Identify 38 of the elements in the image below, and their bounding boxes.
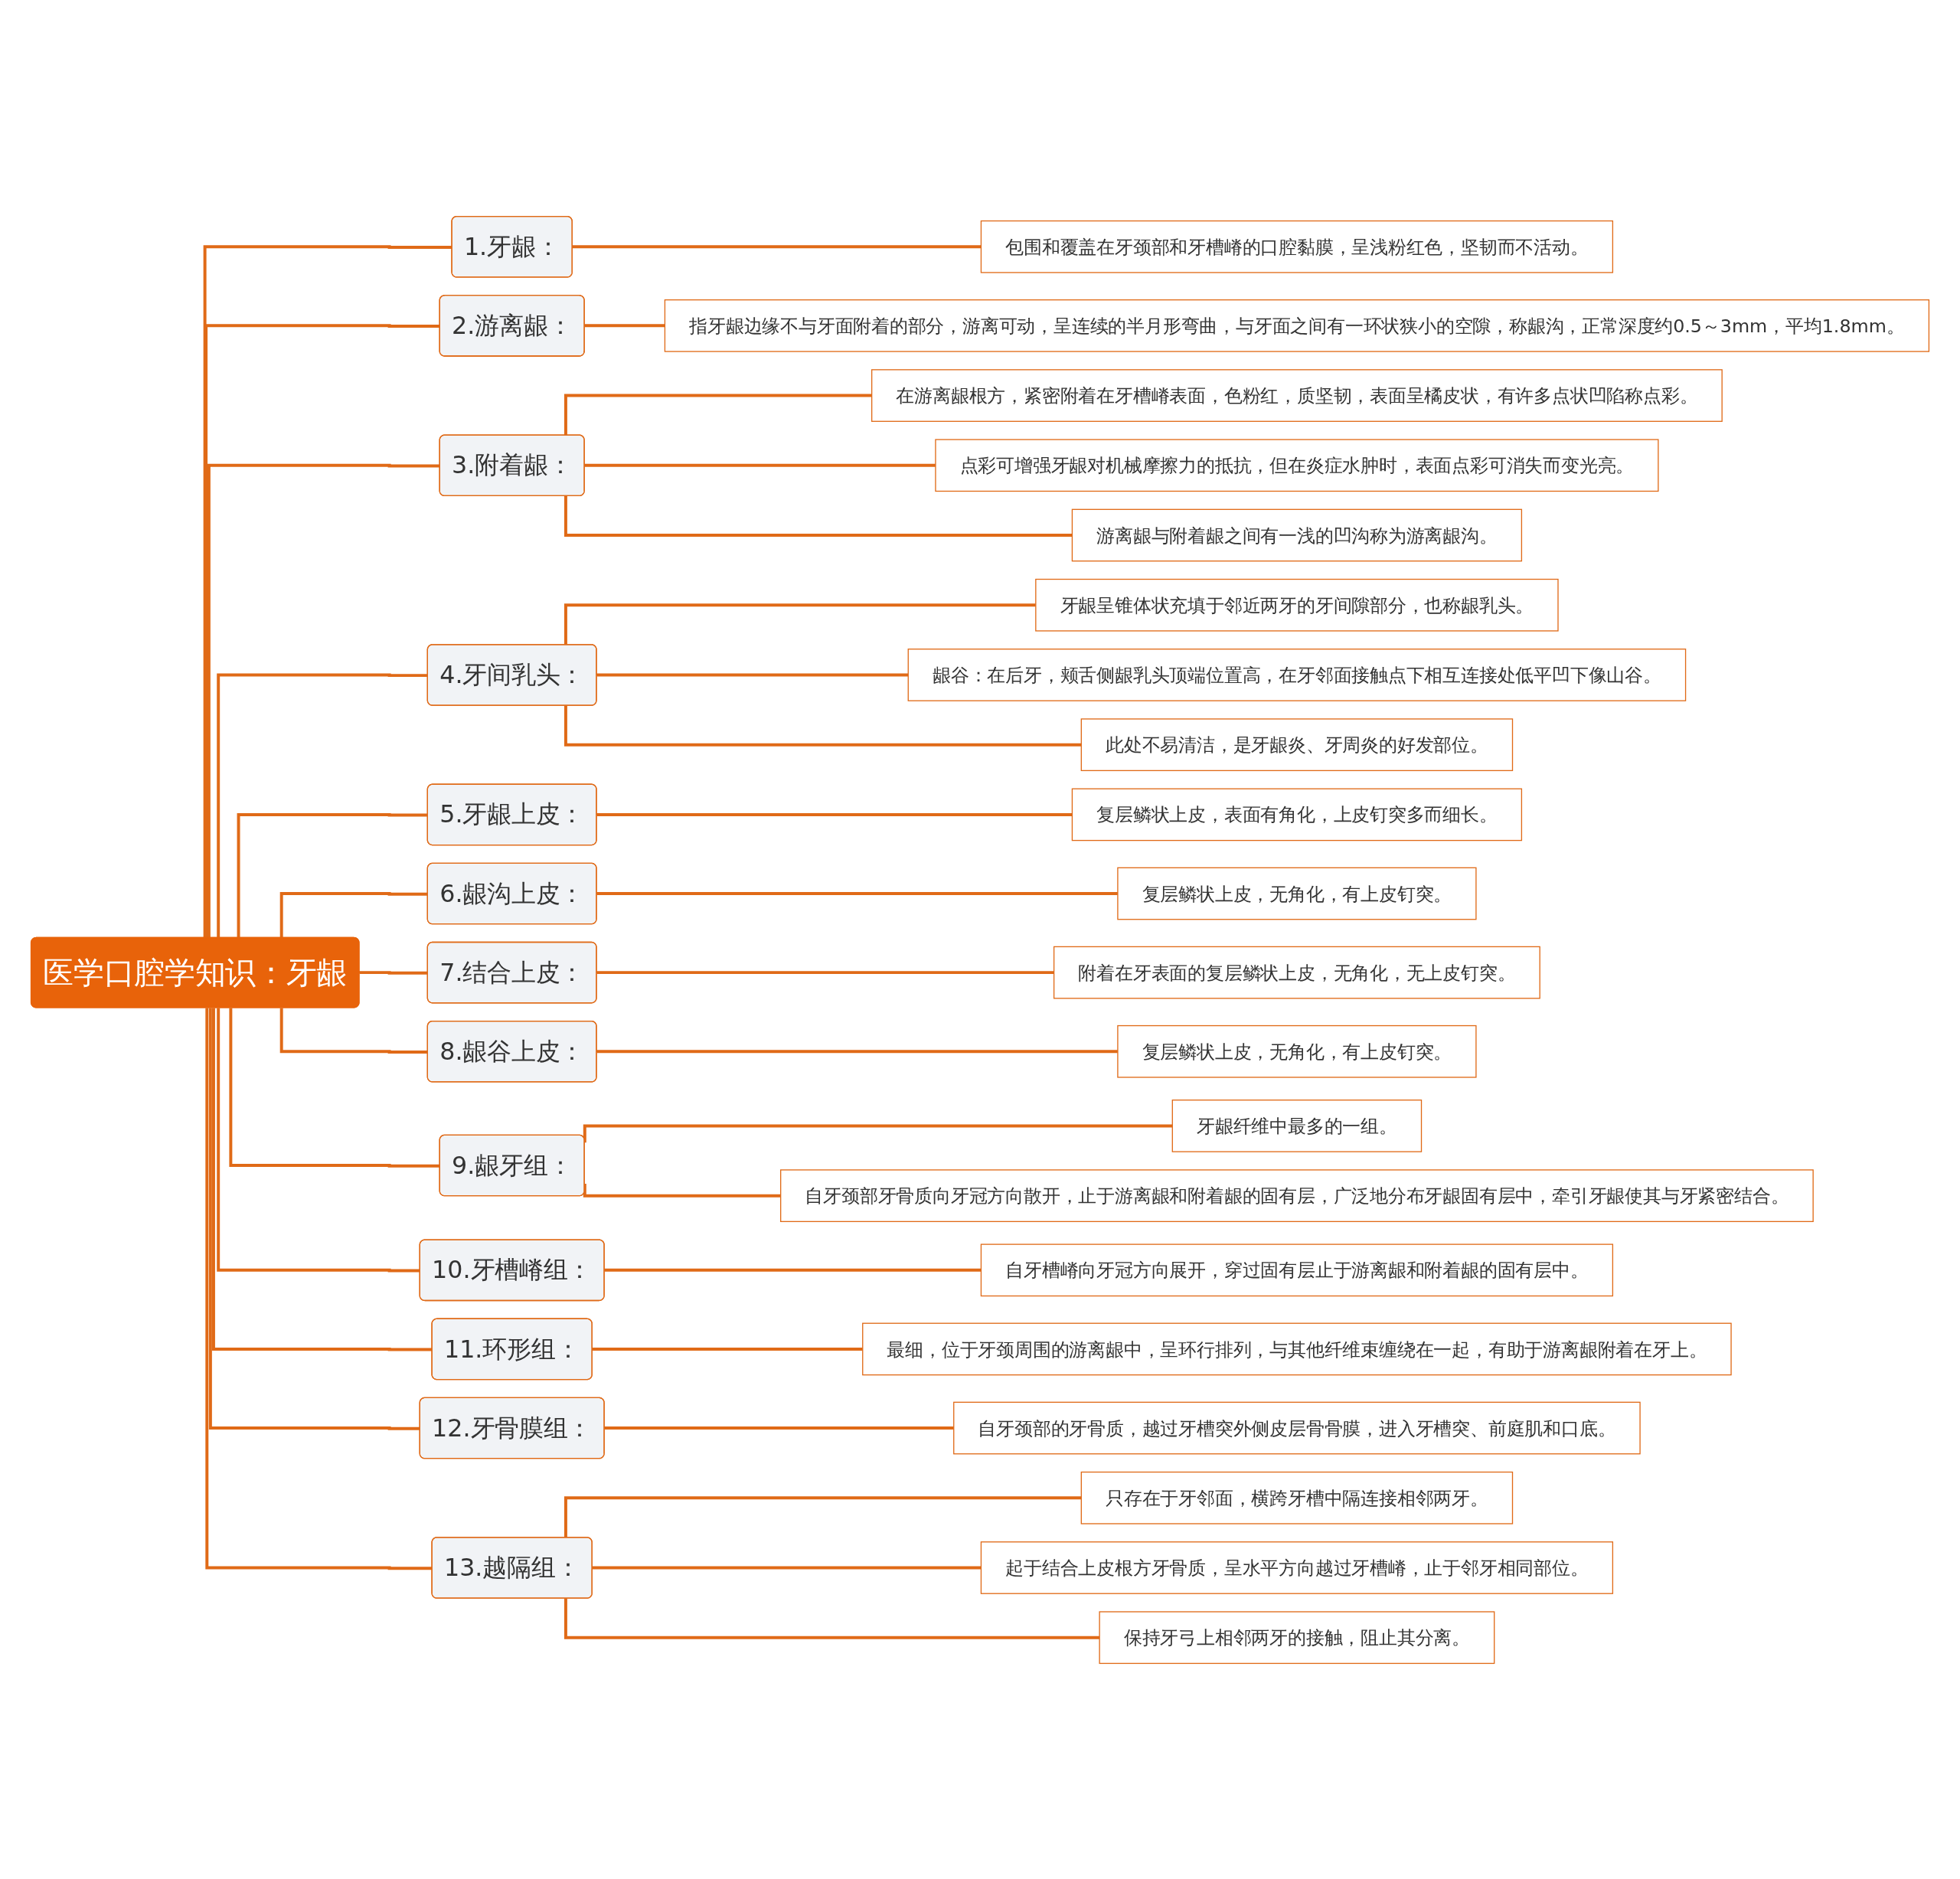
node-box: 在游离龈根方，紧密附着在牙槽嵴表面，色粉红，质坚韧，表面呈橘皮状，有许多点状凹陷称点彩。 [871,368,1723,422]
node-box: 复层鳞状上皮，表面有角化，上皮钉突多而细长。 [1071,788,1523,841]
node-box: 指牙龈边缘不与牙面附着的部分，游离可动，呈连续的半月形弯曲，与牙面之间有一环状狭小的空隙，称龈沟，正常深度约0.5～3mm，平均1.8mm。 [664,299,1930,352]
connector [564,495,1073,537]
connector [564,705,1082,747]
connector [205,1007,433,1570]
connector [204,323,440,938]
connector [564,394,872,436]
connector [207,463,440,938]
connector [564,1598,1100,1639]
connector [229,1007,440,1168]
node-box: 自牙颈部的牙骨质，越过牙槽突外侧皮层骨骨膜，进入牙槽突、前庭肌和口底。 [953,1401,1641,1454]
node-box: 点彩可增强牙龈对机械摩擦力的抵抗，但在炎症水肿时，表面点彩可消失而变光亮。 [935,438,1659,492]
node-box: 复层鳞状上皮，无角化，有上皮钉突。 [1117,1024,1477,1078]
connector [279,1007,428,1054]
node-box: 自牙颈部牙骨质向牙冠方向散开，止于游离龈和附着龈的固有层，广泛地分布牙龈固有层中，牵引牙龈使其与牙紧密结合。 [780,1168,1814,1222]
node-box: 包围和覆盖在牙颈部和牙槽嵴的口腔黏膜，呈浅粉红色，坚韧而不活动。 [980,220,1614,273]
node-box: 只存在于牙邻面，横跨牙槽中隔连接相邻两牙。 [1080,1471,1514,1524]
connector [564,603,1036,645]
node-box: 龈谷：在后牙，颊舌侧龈乳头顶端位置高，在牙邻面接触点下相互连接处低平凹下像山谷。 [907,648,1687,701]
connector [203,244,452,938]
node-box: 保持牙弓上相邻两牙的接触，阻止其分离。 [1099,1610,1495,1664]
connector [217,672,428,938]
node-box: 附着在牙表面的复层鳞状上皮，无角化，无上皮钉突。 [1053,946,1540,998]
node-box: 起于结合上皮根方牙骨质，呈水平方向越过牙槽嵴，止于邻牙相同部位。 [980,1541,1614,1594]
node-box: 自牙槽嵴向牙冠方向展开，穿过固有层止于游离龈和附着龈的固有层中。 [980,1243,1614,1296]
node-box: 游离龈与附着龈之间有一浅的凹沟称为游离龈沟。 [1071,508,1523,561]
connector [237,812,428,938]
node-box: 牙龈纤维中最多的一组。 [1171,1099,1423,1152]
node-box: 此处不易清洁，是牙龈炎、牙周炎的好发部位。 [1080,717,1514,771]
connector [564,1495,1082,1538]
node-box: 复层鳞状上皮，无角化，有上皮钉突。 [1117,867,1477,920]
node-box: 牙龈呈锥体状充填于邻近两牙的牙间隙部分，也称龈乳头。 [1035,578,1559,632]
connector [217,1007,420,1272]
connector [279,891,428,938]
connector [208,1007,420,1430]
node-box: 最细，位于牙颈周围的游离龈中，呈环行排列，与其他纤维束缠绕在一起，有助于游离龈附着在牙上。 [862,1322,1732,1375]
connector [211,1007,433,1351]
